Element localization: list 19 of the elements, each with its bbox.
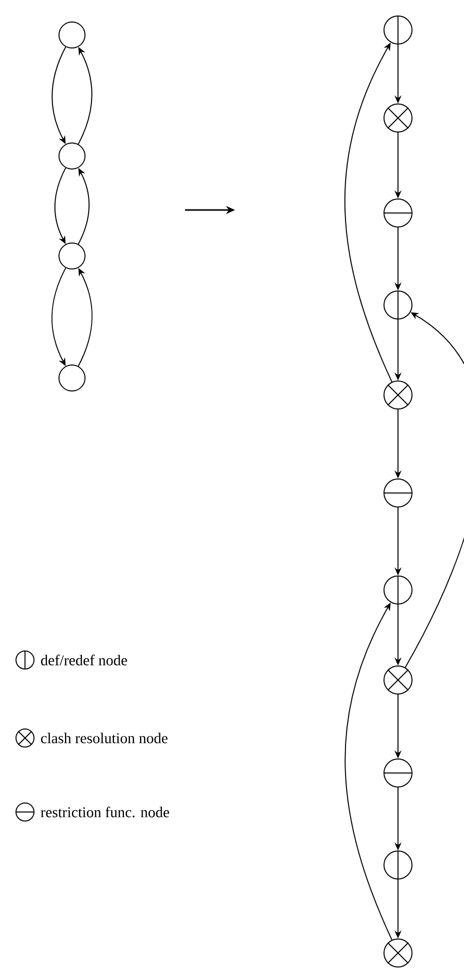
clash-node-symbol: [384, 938, 412, 968]
restr-node-symbol: [383, 758, 413, 788]
def-node-symbol: [384, 850, 412, 880]
def-node-symbol: [384, 290, 412, 320]
clash-node-symbol: [384, 380, 412, 410]
def-node-symbol: [384, 575, 412, 605]
node-circle: [58, 242, 86, 270]
node-circle: [58, 364, 86, 392]
clash-node-symbol: [384, 104, 412, 132]
legend-text: restriction func. node: [40, 806, 170, 818]
arrow: [404, 312, 464, 668]
restr-node-symbol: [383, 198, 413, 228]
clash-node-symbol: [384, 666, 412, 694]
node-circle: [58, 142, 86, 170]
restr-node-symbol: [383, 478, 413, 508]
node-circle: [58, 22, 86, 48]
legend-text: clash resolution node: [41, 732, 168, 744]
legend-text: def/redef node: [41, 654, 128, 666]
def-node-symbol: [384, 15, 412, 45]
